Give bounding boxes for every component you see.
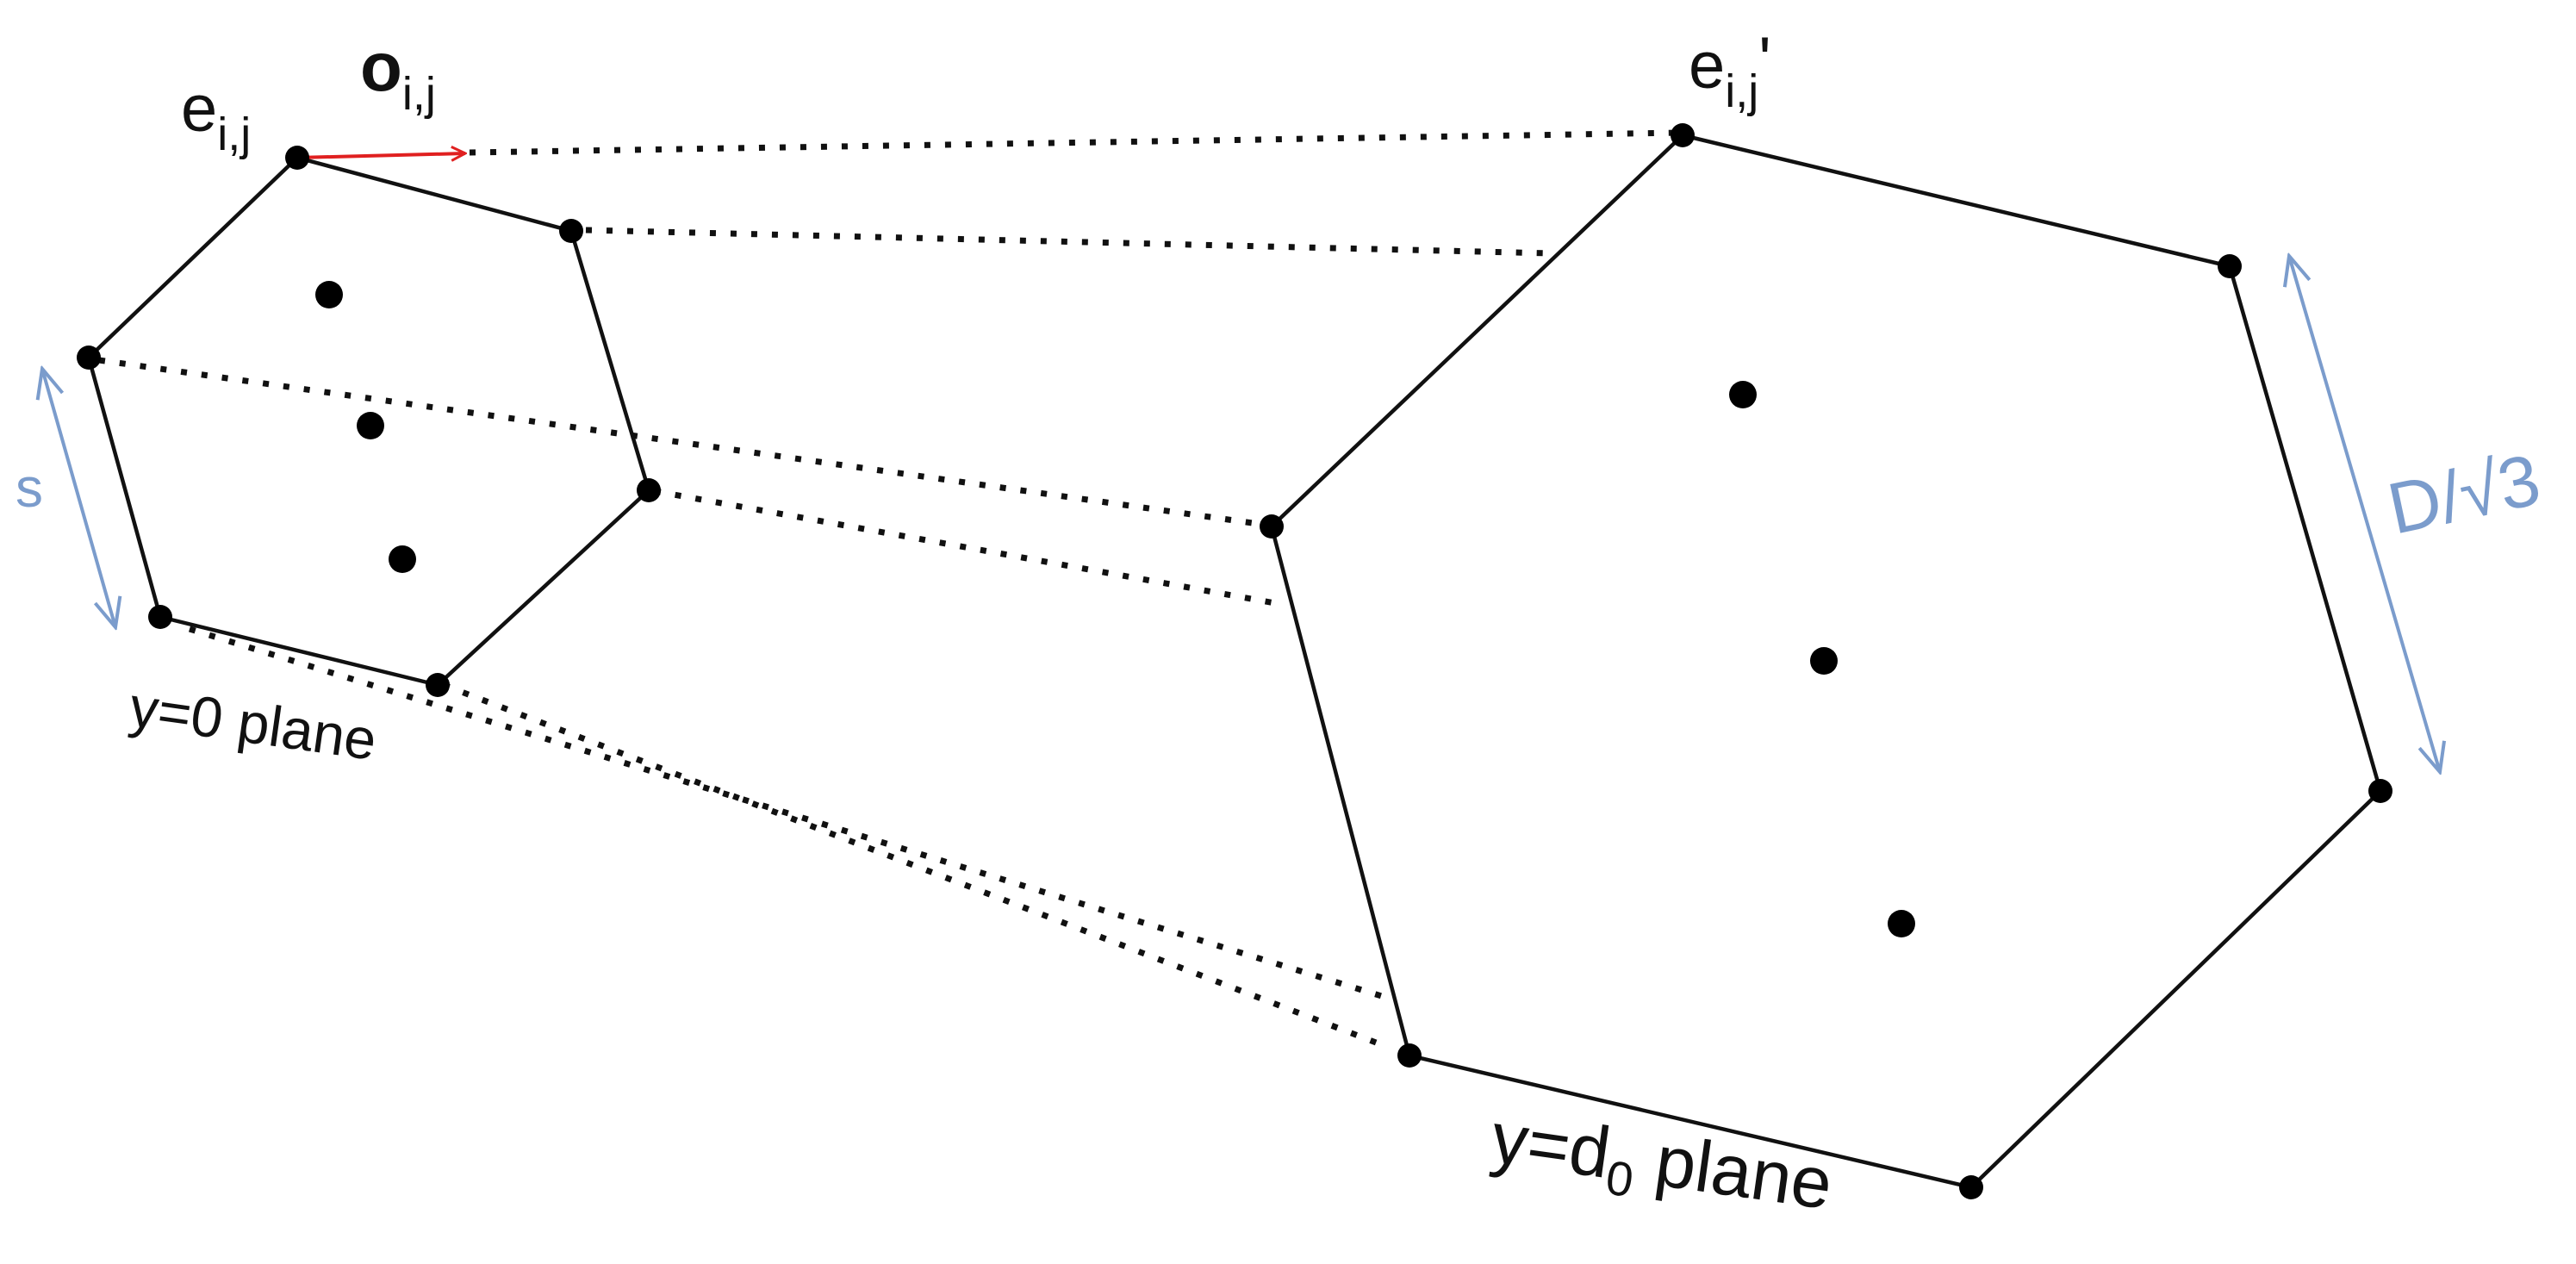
- y0-plane-label: y=0 plane: [126, 675, 381, 772]
- vertex-dot: [1260, 514, 1284, 539]
- s-dimension-arrow: [42, 369, 115, 627]
- interior-dot: [1810, 647, 1838, 675]
- projection-line-2: [585, 227, 1552, 257]
- projection-line-3: [98, 357, 1272, 529]
- yd0-plane-label: y=d0 plane: [1485, 1097, 1838, 1235]
- vertex-dot: [148, 605, 172, 629]
- vertex-dot: [77, 346, 101, 370]
- vertex-dot: [637, 478, 661, 502]
- small-hexagon-vertices: [77, 146, 661, 697]
- e-label: ei,j: [181, 72, 251, 160]
- projection-line-5: [188, 626, 1389, 1001]
- large-hexagon-vertices: [1260, 123, 2392, 1199]
- vertex-dot: [1959, 1175, 1983, 1199]
- interior-dot: [1888, 910, 1915, 937]
- s-label: s: [16, 457, 43, 519]
- e-prime-label: ei,j': [1689, 24, 1771, 117]
- projection-line-1: [469, 129, 1681, 156]
- o-label: oi,j: [360, 28, 436, 120]
- small-hexagon-interior-points: [315, 281, 416, 573]
- offset-arrow: [296, 153, 465, 158]
- d-root3-label: D/√3: [2381, 439, 2548, 550]
- interior-dot: [315, 281, 343, 308]
- d-dimension-arrow: [2289, 256, 2440, 772]
- interior-dot: [357, 412, 384, 439]
- projection-line-6: [442, 682, 1384, 1049]
- vertex-dot: [2368, 779, 2392, 803]
- vertex-dot: [426, 673, 450, 697]
- vertex-dot: [1397, 1043, 1422, 1068]
- projection-line-4: [654, 488, 1276, 607]
- vertex-dot: [285, 146, 309, 170]
- interior-dot: [1729, 381, 1757, 408]
- interior-dot: [389, 545, 416, 573]
- large-hexagon-interior-points: [1729, 381, 1915, 937]
- vertex-dot: [2218, 254, 2242, 278]
- projection-lines: [98, 129, 1681, 1049]
- vertex-dot: [559, 219, 583, 243]
- vertex-dot: [1671, 123, 1695, 147]
